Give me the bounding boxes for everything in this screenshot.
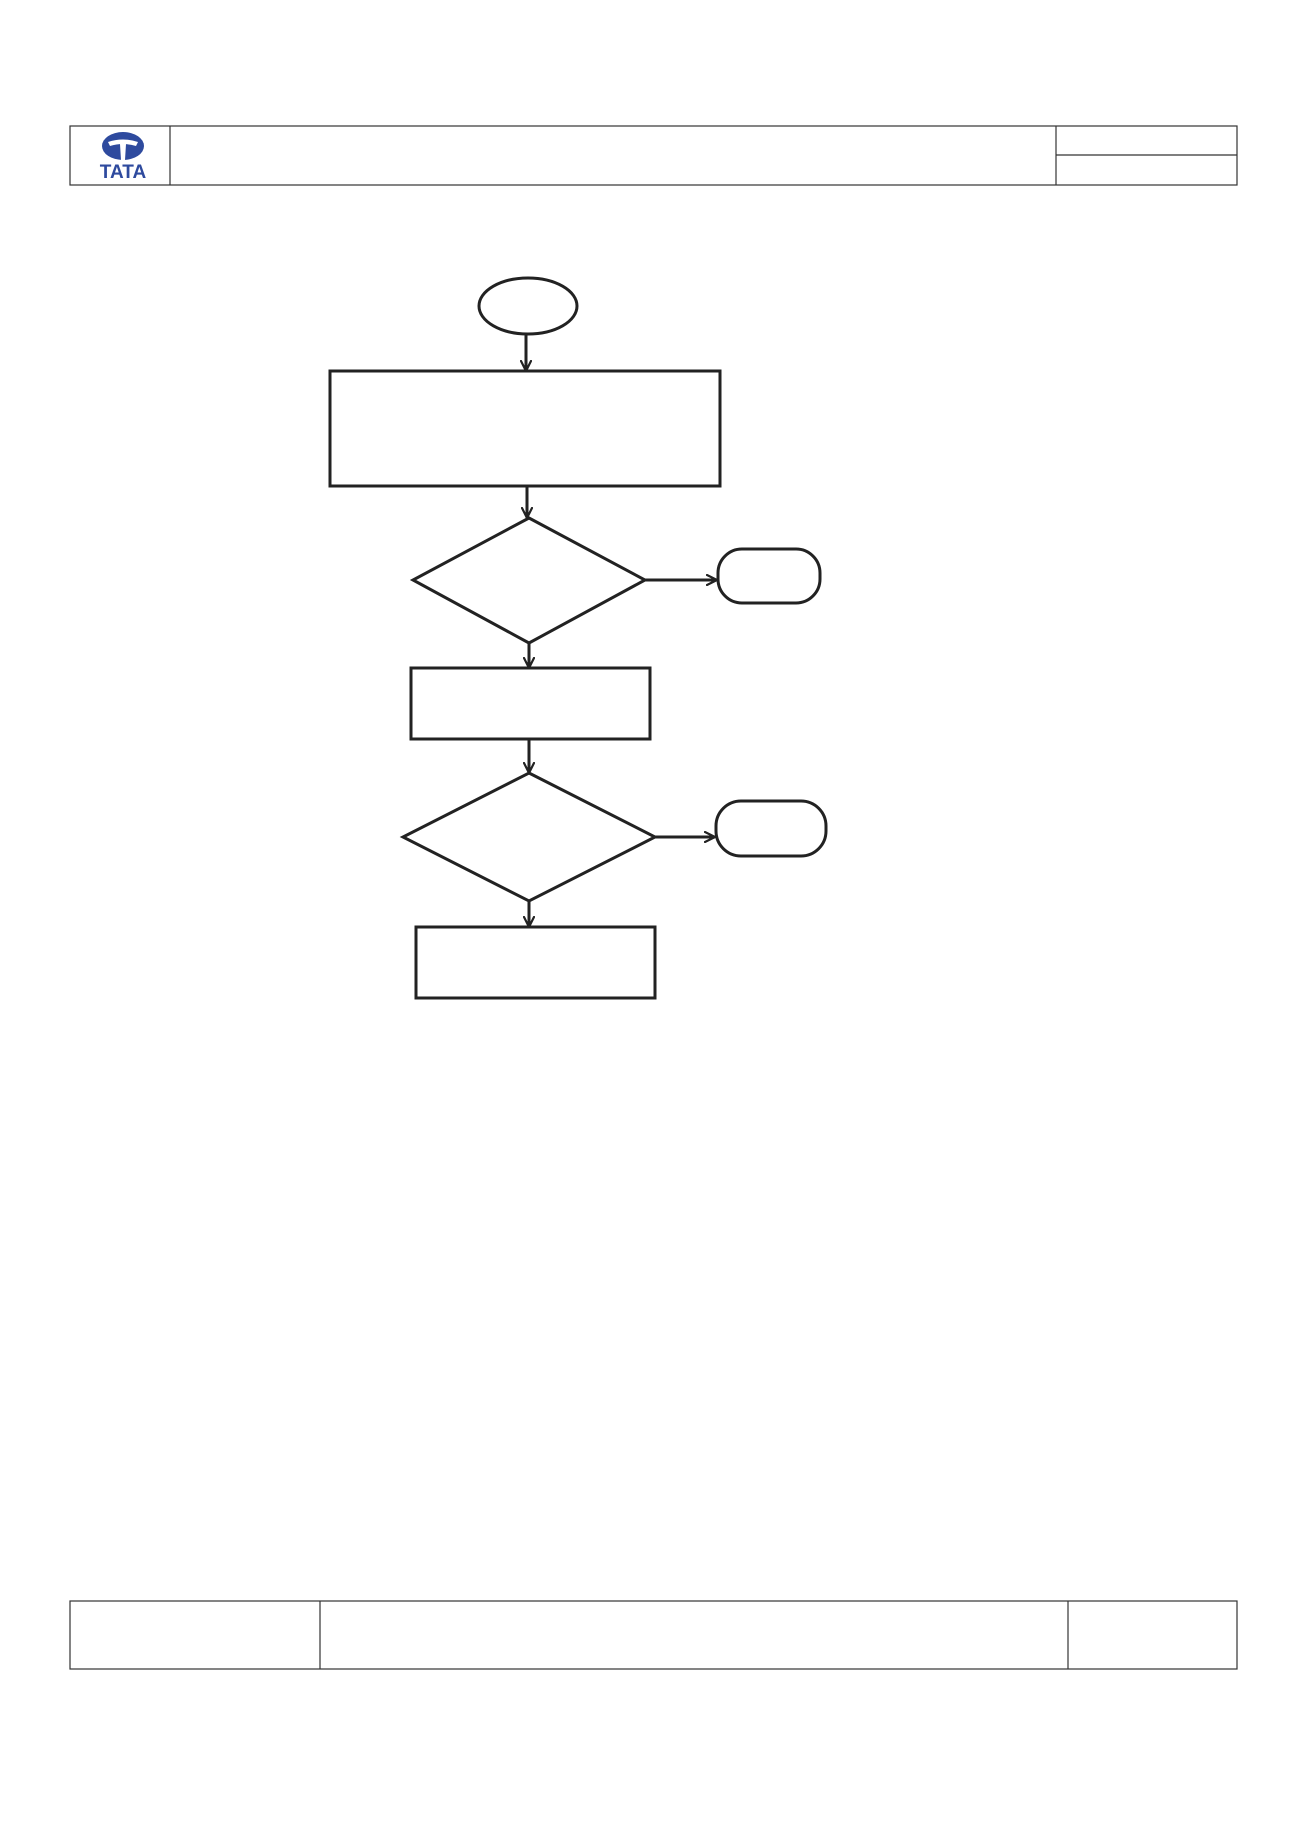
footer-border	[69, 1600, 1238, 1670]
flow-node-end-2	[714, 799, 828, 858]
flow-node-start	[477, 276, 579, 336]
flow-node-process-1	[328, 369, 722, 488]
flow-node-decision-1	[409, 516, 649, 645]
flow-node-process-3	[414, 925, 657, 1000]
flow-node-end-1	[716, 547, 822, 605]
flow-node-process-2	[409, 666, 652, 741]
header-table: TATA	[69, 125, 1238, 186]
flow-node-decision-2	[399, 771, 659, 903]
tata-wordmark: TATA	[100, 162, 147, 183]
tata-logo-icon: TATA	[100, 132, 147, 183]
footer-table	[69, 1600, 1238, 1670]
flowchart	[328, 276, 828, 1000]
